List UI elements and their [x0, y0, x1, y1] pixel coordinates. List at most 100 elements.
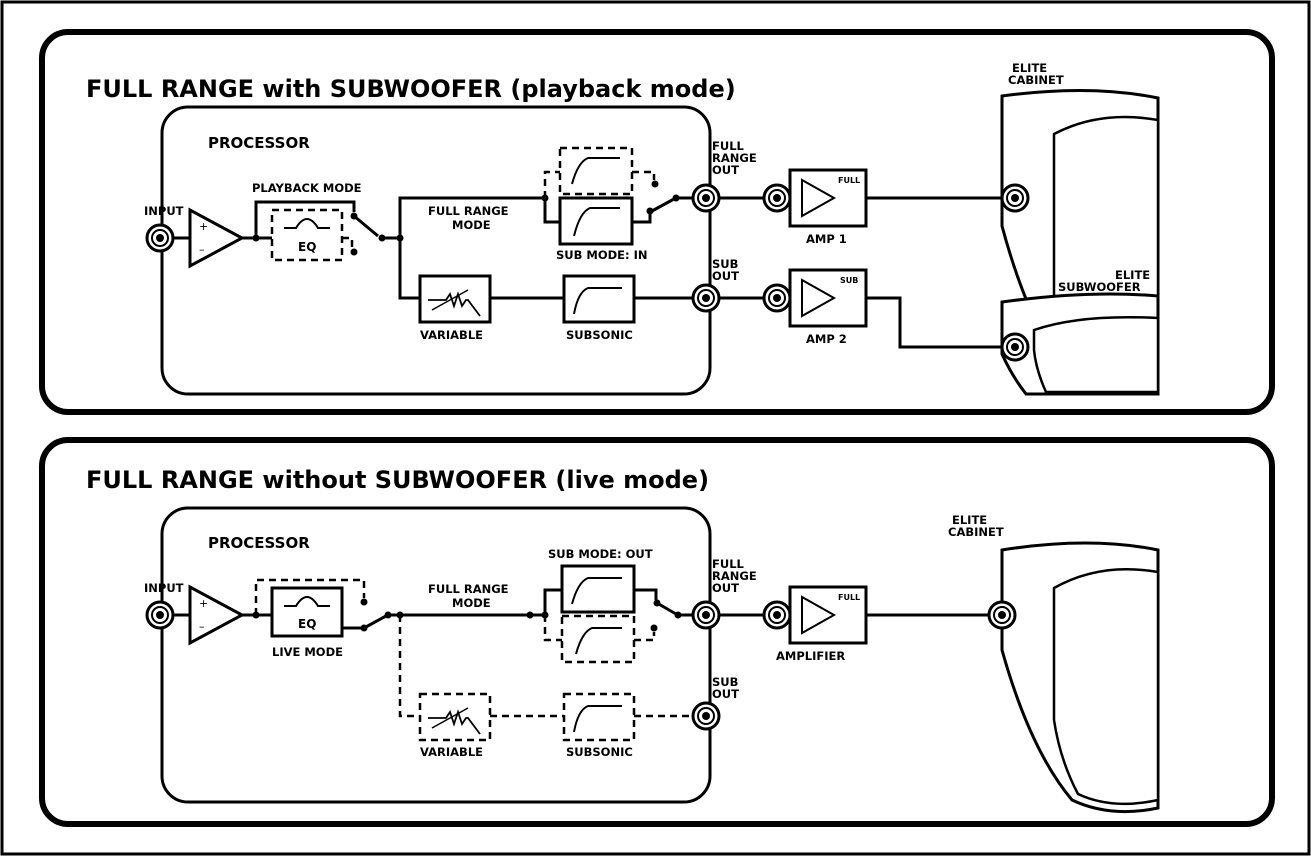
wire [632, 170, 656, 180]
amp2-label: AMP 2 [806, 332, 847, 346]
panel-playback-mode: FULL RANGE with SUBWOOFER (playback mode… [39, 29, 1275, 415]
node [650, 624, 658, 632]
amplifier-input-jack [762, 600, 792, 630]
panel-title: FULL RANGE with SUBWOOFER (playback mode… [86, 75, 736, 103]
amp1-tag: FULL [838, 176, 860, 185]
sub-mode-switch [651, 197, 675, 213]
elite-subwoofer-speaker-icon [1000, 292, 1160, 396]
full-range-out-jack [691, 600, 721, 630]
node [350, 248, 358, 256]
subsonic-curve-icon [573, 287, 622, 315]
full-range-out-label-1: FULL [712, 557, 745, 571]
cabinet-label-1: ELITE [1012, 61, 1047, 75]
amp2-input-jack [762, 283, 792, 313]
hp-bypass-wire [543, 170, 560, 198]
input-jack [145, 223, 175, 253]
mode-switch [353, 214, 379, 238]
sub-wire [398, 238, 420, 300]
amp1-triangle-icon [801, 178, 837, 218]
sub-out-label-1: SUB [712, 675, 738, 689]
full-range-out-label-2: RANGE [712, 151, 757, 165]
full-range-mode-label-2: MODE [452, 596, 491, 610]
wire [543, 198, 560, 224]
highpass-curve-icon [571, 157, 620, 185]
variable-filter-icon [428, 291, 481, 317]
eq-label: EQ [298, 240, 316, 254]
amp1-input-jack [762, 183, 792, 213]
hp-filter-bypass-block [558, 146, 634, 196]
subsonic-curve-icon [573, 705, 622, 733]
processor-label: PROCESSOR [208, 534, 310, 552]
full-range-mode-label-1: FULL RANGE [428, 204, 509, 218]
mode-switch [363, 614, 387, 630]
playback-mode-label: PLAYBACK MODE [252, 181, 362, 195]
eq-out-wire [342, 236, 354, 250]
cabinet-input-jack [1000, 183, 1030, 213]
wire [632, 214, 652, 224]
elite-cabinet-speaker-icon [1000, 541, 1160, 814]
sub-mode-switch [656, 601, 677, 616]
input-jack [145, 600, 175, 630]
sub-out-label-1: SUB [712, 257, 738, 271]
node [526, 611, 534, 619]
eq-curve-icon [284, 596, 330, 607]
wire [634, 588, 658, 600]
opamp-plus: + [199, 220, 208, 233]
processor-label: PROCESSOR [208, 134, 310, 152]
variable-arrow-icon [431, 289, 469, 311]
sub-out-jack [691, 701, 721, 731]
subwoofer-input-jack [1000, 332, 1030, 362]
flat-curve-icon [571, 577, 622, 605]
full-range-out-label-3: OUT [712, 581, 739, 595]
panel-live-mode: FULL RANGE without SUBWOOFER (live mode)… [39, 437, 1275, 827]
subsonic-label: SUBSONIC [566, 328, 633, 342]
opamp-minus: – [199, 620, 205, 633]
input-opamp [188, 584, 246, 646]
subsonic-filter-block [562, 692, 636, 742]
subwoofer-label-2: SUBWOOFER [1058, 280, 1141, 294]
eq-label: EQ [298, 617, 316, 631]
full-range-mode-label-1: FULL RANGE [428, 582, 509, 596]
full-range-out-jack [691, 183, 721, 213]
opamp-minus: – [199, 243, 205, 256]
cabinet-label-1: ELITE [952, 513, 987, 527]
amplifier-triangle-icon [801, 595, 837, 635]
node [360, 598, 368, 606]
wire [866, 296, 1002, 349]
input-label: INPUT [144, 204, 184, 218]
input-opamp [188, 207, 246, 269]
variable-filter-icon [428, 709, 481, 735]
full-range-out-label-3: OUT [712, 163, 739, 177]
cabinet-input-jack [987, 600, 1017, 630]
full-range-out-label-2: RANGE [712, 569, 757, 583]
amp2-tag: SUB [840, 276, 858, 285]
node [646, 207, 654, 215]
sub-out-label-2: OUT [712, 269, 739, 283]
highpass-curve-icon [575, 627, 622, 655]
subsonic-label: SUBSONIC [566, 745, 633, 759]
wire [634, 632, 656, 642]
amp2-triangle-icon [801, 278, 837, 318]
panel-title: FULL RANGE without SUBWOOFER (live mode) [86, 466, 709, 494]
hp-bypass-block [560, 564, 636, 614]
variable-label: VARIABLE [420, 328, 483, 342]
cabinet-label-2: CABINET [948, 525, 1004, 539]
sub-mode-label: SUB MODE: OUT [548, 547, 653, 561]
highpass-curve-icon [573, 207, 620, 237]
node [651, 180, 659, 188]
sub-mode-label: SUB MODE: IN [556, 248, 648, 262]
eq-bypass-wire [254, 200, 356, 238]
cabinet-label-2: CABINET [1008, 73, 1064, 87]
hp-filter-block [560, 614, 636, 664]
live-mode-label: LIVE MODE [272, 645, 343, 659]
sub-out-jack [691, 283, 721, 313]
hp-filter-block [558, 196, 634, 246]
full-range-wire [398, 196, 545, 238]
full-range-mode-label-2: MODE [452, 218, 491, 232]
sub-wire [398, 615, 420, 718]
amplifier-tag: FULL [838, 593, 860, 602]
hp-filter-wire [543, 615, 562, 642]
full-range-out-label-1: FULL [712, 139, 745, 153]
